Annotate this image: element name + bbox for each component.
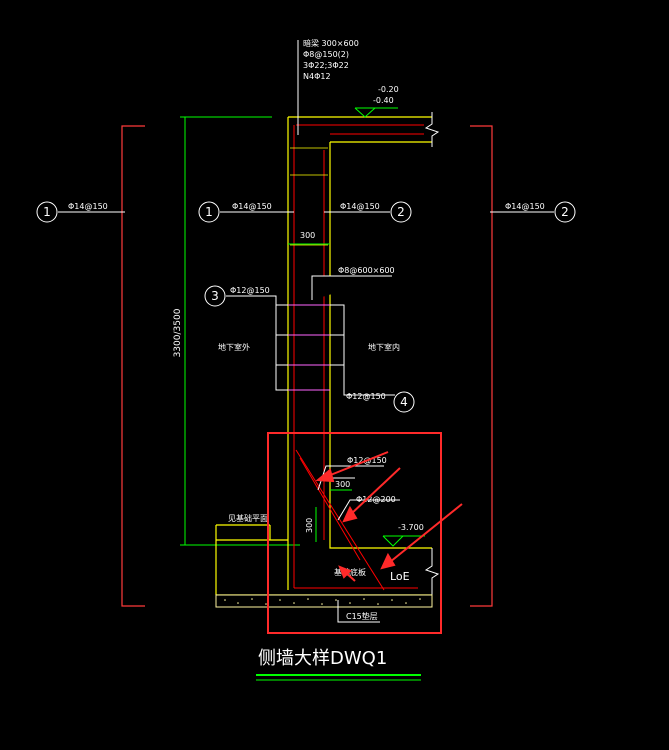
- footing-dim-300-top: 300: [335, 480, 350, 489]
- elevation-mark-top: [354, 107, 398, 118]
- beam-note-1: 暗梁 300×600: [303, 38, 359, 48]
- cushion-leader: [337, 600, 380, 623]
- beam-note-4: N4Φ12: [303, 72, 331, 81]
- footing-dim-300-side: 300: [305, 518, 314, 533]
- tie-rebars: [288, 304, 330, 391]
- elevation-floor: -3.700: [398, 523, 424, 532]
- elevation-top-1: -0.20: [378, 85, 399, 94]
- circle-3: [204, 285, 226, 307]
- beam-note-2: Φ8@150(2): [303, 50, 349, 59]
- circle-3-label: 3: [211, 289, 219, 303]
- circle-2-right-label: 2: [561, 205, 569, 219]
- elevation-top-2: -0.40: [373, 96, 394, 105]
- right-inner-rebar-label: Φ14@150: [340, 202, 380, 211]
- height-dimension-label: 3300/3500: [173, 308, 183, 357]
- title-underline: [256, 674, 421, 681]
- cushion-label: C15垫层: [346, 611, 378, 621]
- outside-room-label: 地下室外: [218, 342, 250, 352]
- circle-2-mid-label: 2: [397, 205, 405, 219]
- tie-leader: [311, 275, 392, 300]
- left-inner-rebar-label: Φ14@150: [232, 202, 272, 211]
- height-dimension-line: [180, 116, 300, 546]
- slab-break-lines: [424, 112, 440, 595]
- circle-4-label: 4: [400, 395, 408, 409]
- elevation-mark-floor: [382, 535, 425, 547]
- wall-thickness-label: 300: [300, 231, 315, 240]
- circle-1-mid-label: 1: [205, 205, 213, 219]
- circle-1-mid: [198, 201, 220, 223]
- right-outer-rebar-label: Φ14@150: [505, 202, 545, 211]
- left-mid-rebar-label: Φ12@150: [230, 286, 270, 295]
- anchor-label: LoE: [390, 570, 410, 583]
- inside-room-label: 地下室内: [368, 342, 400, 352]
- circle-1-left-label: 1: [43, 205, 51, 219]
- highlight-box: [267, 432, 442, 634]
- cushion-layer: [215, 594, 433, 608]
- left-outer-rebar-label: Φ14@150: [68, 202, 108, 211]
- circle-2-right: [554, 201, 576, 223]
- foundation-face-label: 见基础平面: [228, 513, 268, 523]
- drawing-title: 侧墙大样DWQ1: [258, 648, 387, 669]
- circle-2-mid: [390, 201, 412, 223]
- horizontal-rebars: [294, 124, 424, 589]
- beam-note-3: 3Φ22;3Φ22: [303, 61, 349, 70]
- cushion-hatch: [224, 598, 421, 605]
- highlight-arrows: [315, 451, 463, 582]
- right-mid-rebar-label: Φ12@150: [346, 392, 386, 401]
- right-bracket: [470, 125, 493, 607]
- rebar-4-leader-box: [330, 304, 395, 396]
- left-bracket: [121, 125, 145, 607]
- circle-4: [393, 391, 415, 413]
- bottom-rebar-label-2: Φ12@200: [356, 495, 396, 504]
- tie-rebar-label: Φ8@600×600: [338, 266, 395, 275]
- bottom-leaders: [317, 465, 400, 521]
- distribution-bars: [290, 147, 328, 246]
- rebar-3-leader-box: [270, 295, 288, 391]
- footing-dim-lines: [315, 489, 352, 542]
- circle-1-left: [36, 201, 58, 223]
